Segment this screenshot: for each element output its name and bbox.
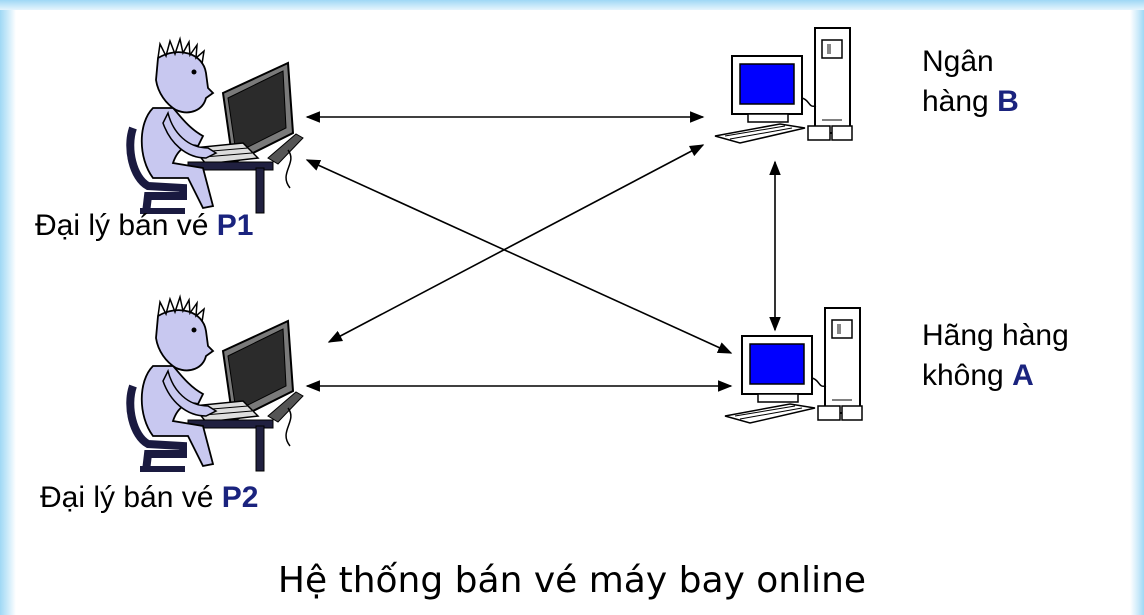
agent-p2-code: P2 (221, 481, 259, 514)
link-p1-airline (305, 159, 733, 354)
airline-label: Hãng hàng không A (922, 316, 1069, 396)
top-gradient-bar (0, 0, 1144, 10)
bank-code: B (997, 85, 1019, 118)
link-p2-bank (327, 144, 705, 343)
airline-code: A (1012, 359, 1034, 392)
airline-computer-icon (724, 307, 863, 424)
bank-label: Ngân hàng B (922, 42, 1019, 122)
bank-label-line2: hàng B (922, 82, 1019, 122)
agent-p2-icon (130, 297, 303, 472)
airline-label-prefix: không (922, 359, 1004, 392)
bank-label-prefix: hàng (922, 85, 989, 118)
agent-p1-icon (130, 39, 303, 214)
agent-p1-prefix: Đại lý bán vé (35, 209, 209, 242)
agent-p2-prefix: Đại lý bán vé (40, 481, 214, 514)
bank-label-line1: Ngân (922, 45, 994, 78)
airline-label-line1: Hãng hàng (922, 319, 1069, 352)
bank-computer-icon (714, 27, 853, 144)
agent-p1-code: P1 (216, 209, 254, 242)
airline-label-line2: không A (922, 356, 1069, 396)
agent-p2-label: Đại lý bán vé P2 (40, 478, 258, 518)
diagram-caption: Hệ thống bán vé máy bay online (277, 560, 867, 601)
agent-p1-label: Đại lý bán vé P1 (35, 206, 253, 246)
